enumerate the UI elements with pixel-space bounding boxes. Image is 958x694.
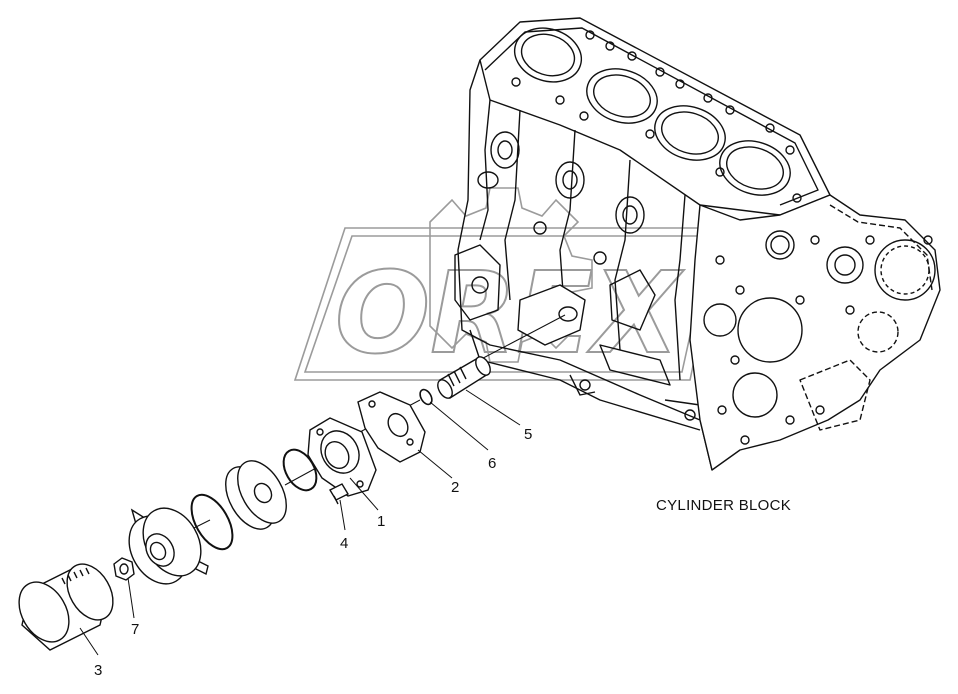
cylinder-block-caption: CYLINDER BLOCK bbox=[656, 497, 792, 514]
part-7-nut bbox=[113, 557, 135, 581]
o-ring-large bbox=[282, 448, 318, 492]
part-3-oil-filter bbox=[18, 563, 114, 651]
callout-5: 5 bbox=[524, 426, 533, 443]
filter-head bbox=[128, 507, 209, 585]
watermark-logo: OREX bbox=[293, 187, 723, 381]
o-ring-medium bbox=[190, 493, 234, 551]
callout-1: 1 bbox=[377, 513, 386, 530]
cooler-element-plate bbox=[225, 460, 287, 530]
callout-7: 7 bbox=[131, 621, 140, 638]
part-1-cooler-body bbox=[307, 417, 377, 497]
leader-lines bbox=[79, 389, 521, 656]
part-5-pipe bbox=[437, 356, 491, 399]
callout-3: 3 bbox=[94, 662, 103, 679]
part-4-bolt bbox=[329, 483, 349, 505]
watermark-text: OREX bbox=[335, 249, 684, 379]
callout-6: 6 bbox=[488, 455, 497, 472]
cylinder-block bbox=[454, 17, 941, 471]
callout-2: 2 bbox=[451, 479, 460, 496]
callout-4: 4 bbox=[340, 535, 349, 552]
part-6-o-ring bbox=[419, 388, 433, 406]
